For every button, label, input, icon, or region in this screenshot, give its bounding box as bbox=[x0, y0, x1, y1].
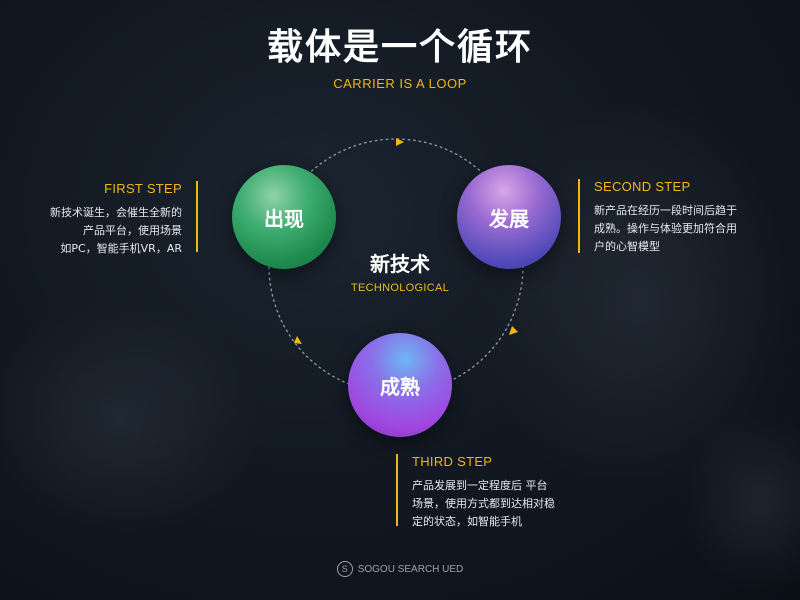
third-step-block: THIRD STEP 产品发展到一定程度后 平台 场景，使用方式都到达相对稳 定… bbox=[396, 454, 592, 528]
first-step-line: 产品平台，使用场景 bbox=[83, 224, 182, 237]
first-step-heading: FIRST STEP bbox=[104, 181, 182, 196]
third-step-heading: THIRD STEP bbox=[412, 454, 493, 469]
second-step-heading: SECOND STEP bbox=[594, 179, 691, 194]
center-title: 新技术 bbox=[370, 252, 430, 276]
second-step-line: 户的心智模型 bbox=[594, 240, 660, 253]
footer-text: SOGOU SEARCH UED bbox=[357, 563, 464, 575]
third-step-line: 场景，使用方式都到达相对稳 bbox=[412, 497, 555, 510]
second-step-block: SECOND STEP 新产品在经历一段时间后趋于 成熟。操作与体验更加符合用 … bbox=[578, 179, 764, 253]
third-step-line: 产品发展到一定程度后 平台 bbox=[412, 479, 548, 492]
second-step-line: 新产品在经历一段时间后趋于 bbox=[594, 204, 737, 217]
second-step-line: 成熟。操作与体验更加符合用 bbox=[594, 222, 737, 235]
footer: S SOGOU SEARCH UED bbox=[0, 561, 800, 577]
node-emerge: 出现 bbox=[232, 165, 336, 269]
node-develop: 发展 bbox=[457, 165, 561, 269]
page-title: 载体是一个循环 bbox=[266, 27, 533, 68]
loop-arrow-right bbox=[509, 326, 518, 335]
page-subtitle: CARRIER IS A LOOP bbox=[333, 76, 467, 91]
first-step-line: 如PC，智能手机VR，AR bbox=[60, 242, 182, 255]
node-mature: 成熟 bbox=[348, 333, 452, 437]
third-step-line: 定的状态，如智能手机 bbox=[412, 515, 522, 528]
loop-arrow-top bbox=[396, 138, 404, 146]
first-step-block: FIRST STEP 新技术诞生，会催生全新的 产品平台，使用场景 如PC，智能… bbox=[2, 181, 198, 255]
second-step-description: 新产品在经历一段时间后趋于 成熟。操作与体验更加符合用 户的心智模型 bbox=[594, 202, 764, 256]
first-step-description: 新技术诞生，会催生全新的 产品平台，使用场景 如PC，智能手机VR，AR bbox=[2, 204, 182, 258]
first-step-line: 新技术诞生，会催生全新的 bbox=[50, 206, 182, 219]
third-step-description: 产品发展到一定程度后 平台 场景，使用方式都到达相对稳 定的状态，如智能手机 bbox=[412, 477, 592, 531]
sogou-logo-icon: S bbox=[336, 561, 353, 577]
center-subtitle: TECHNOLOGICAL bbox=[350, 282, 450, 294]
loop-arrow-left bbox=[294, 336, 302, 344]
